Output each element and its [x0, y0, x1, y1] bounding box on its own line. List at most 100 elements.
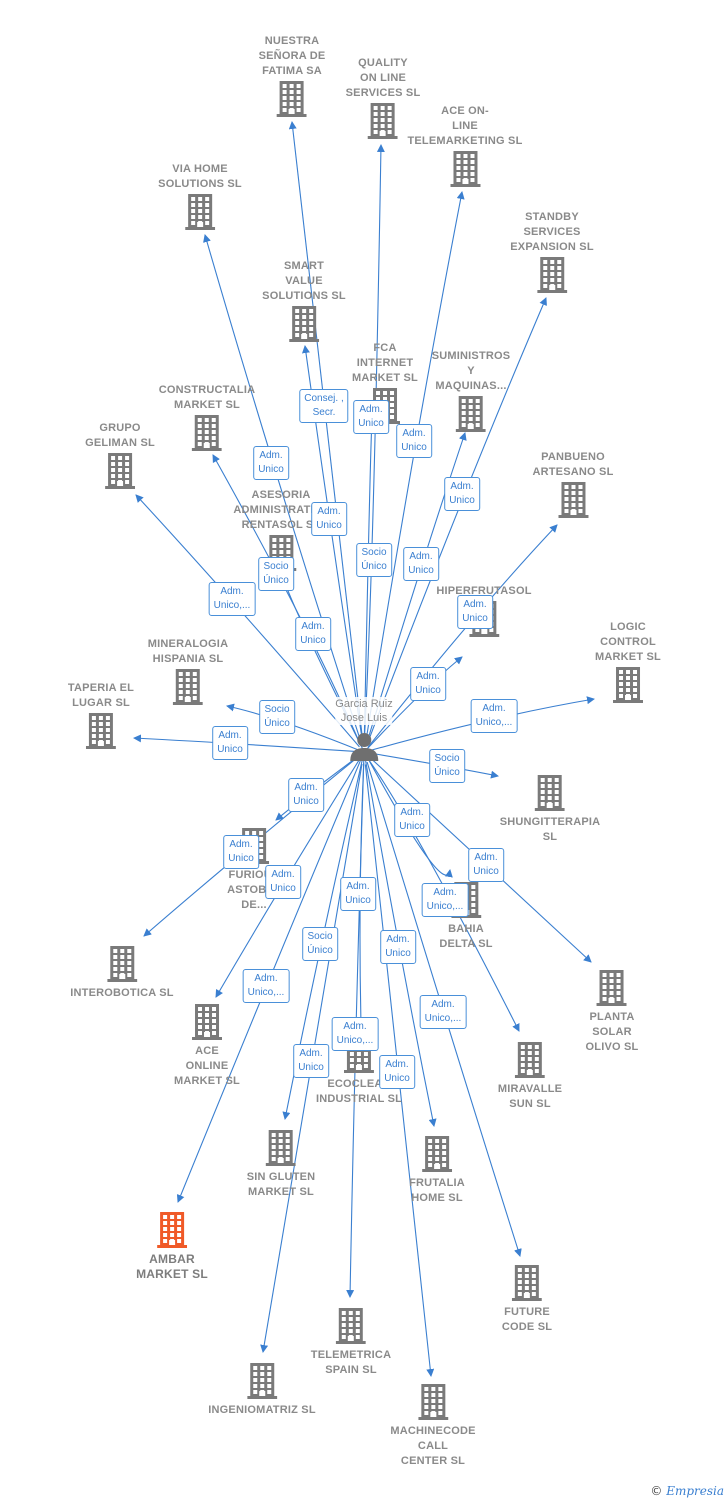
company-name: MACHINECODE CALL CENTER SL — [390, 1425, 476, 1467]
relation-label[interactable]: Adm. Unico — [340, 877, 376, 911]
company-suministros[interactable]: SUMINISTROS Y MAQUINAS... — [432, 349, 511, 432]
relation-label[interactable]: Adm. Unico — [457, 595, 493, 629]
company-name: SIN GLUTEN MARKET SL — [246, 1171, 316, 1198]
company-miravalle[interactable]: MIRAVALLE SUN SL — [498, 1042, 562, 1112]
relation-label[interactable]: Adm. Unico,... — [419, 995, 467, 1029]
company-future[interactable]: FUTURE CODE SL — [502, 1265, 552, 1335]
footer-brand: © Empresia — [650, 1484, 724, 1498]
relation-label[interactable]: Adm. Unico — [403, 547, 439, 581]
company-singluten[interactable]: SIN GLUTEN MARKET SL — [247, 1130, 316, 1200]
company-panbueno[interactable]: PANBUENO ARTESANO SL — [532, 450, 613, 518]
company-name: FCA INTERNET MARKET SL — [352, 342, 418, 384]
building-icon — [172, 669, 203, 705]
company-name: VIA HOME SOLUTIONS SL — [158, 163, 242, 190]
company-name: NUESTRA SEÑORA DE FATIMA SA — [258, 35, 326, 77]
building-icon — [105, 453, 135, 489]
company-name: ACE ONLINE MARKET SL — [174, 1045, 240, 1087]
relation-label[interactable]: Adm. Unico — [265, 865, 301, 899]
building-icon — [613, 667, 643, 703]
relation-label[interactable]: Consej. , Secr. — [299, 389, 349, 423]
company-shungitterapia[interactable]: SHUNGITTERAPIA SL — [500, 775, 601, 845]
building-icon — [537, 257, 567, 293]
company-name: STANDBY SERVICES EXPANSION SL — [510, 211, 594, 253]
relation-label[interactable]: Adm. Unico,... — [208, 582, 256, 616]
relation-label[interactable]: Socio Único — [302, 927, 338, 961]
person-icon — [350, 733, 378, 761]
building-icon — [597, 970, 627, 1006]
relation-label[interactable]: Adm. Unico — [379, 1055, 415, 1089]
relation-label[interactable]: Adm. Unico — [223, 835, 259, 869]
company-name: MINERALOGIA HISPANIA SL — [147, 638, 229, 665]
company-name: FUTURE CODE SL — [501, 1306, 553, 1333]
company-name: ECOCLEAN INDUSTRIAL SL — [315, 1078, 403, 1105]
building-icon — [422, 1136, 452, 1172]
company-taperia[interactable]: TAPERIA EL LUGAR SL — [68, 681, 134, 749]
relation-label[interactable]: Adm. Unico — [396, 424, 432, 458]
building-icon — [276, 81, 307, 117]
company-aceonline_tm[interactable]: ACE ON- LINE TELEMARKETING SL — [407, 104, 522, 187]
company-planta[interactable]: PLANTA SOLAR OLIVO SL — [586, 970, 639, 1055]
relation-label[interactable]: Adm. Unico — [444, 477, 480, 511]
relation-label[interactable]: Adm. Unico,... — [421, 883, 469, 917]
company-quality[interactable]: QUALITY ON LINE SERVICES SL — [346, 56, 421, 139]
company-name: SMART VALUE SOLUTIONS SL — [262, 260, 346, 302]
relation-label[interactable]: Adm. Unico — [295, 617, 331, 651]
relation-label[interactable]: Adm. Unico,... — [242, 969, 290, 1003]
company-telemetrica[interactable]: TELEMETRICA SPAIN SL — [311, 1308, 391, 1378]
relation-label[interactable]: Adm. Unico — [353, 400, 389, 434]
company-name: HIPERFRUTASOL — [436, 585, 532, 597]
relation-label[interactable]: Adm. Unico — [380, 930, 416, 964]
building-icon — [266, 1130, 296, 1166]
company-interobotica[interactable]: INTEROBOTICA SL — [70, 946, 174, 1001]
building-icon — [156, 1212, 187, 1248]
relation-label[interactable]: Adm. Unico — [288, 778, 324, 812]
company-name: TELEMETRICA SPAIN SL — [310, 1349, 392, 1376]
brand-name: Empresia — [666, 1484, 724, 1498]
company-aceonline[interactable]: ACE ONLINE MARKET SL — [174, 1004, 240, 1089]
company-ambar[interactable]: AMBAR MARKET SL — [136, 1212, 208, 1282]
relation-label[interactable]: Adm. Unico — [394, 803, 430, 837]
center-person[interactable]: Garcia Ruiz Jose Luis — [335, 697, 393, 763]
relation-label[interactable]: Adm. Unico — [212, 726, 248, 760]
company-grupo[interactable]: GRUPO GELIMAN SL — [85, 421, 155, 489]
company-viahome[interactable]: VIA HOME SOLUTIONS SL — [158, 162, 242, 230]
company-smartvalue[interactable]: SMART VALUE SOLUTIONS SL — [262, 259, 346, 342]
relation-label[interactable]: Socio Único — [259, 700, 295, 734]
company-name: TAPERIA EL LUGAR SL — [67, 682, 135, 709]
company-frutalia[interactable]: FRUTALIA HOME SL — [409, 1136, 465, 1206]
relation-label[interactable]: Adm. Unico,... — [470, 699, 518, 733]
company-name: FRUTALIA HOME SL — [409, 1177, 465, 1204]
relation-label[interactable]: Adm. Unico — [468, 848, 504, 882]
relation-label[interactable]: Adm. Unico,... — [331, 1017, 379, 1051]
relation-label[interactable]: Adm. Unico — [293, 1044, 329, 1078]
company-ingeniomatriz[interactable]: INGENIOMATRIZ SL — [208, 1363, 316, 1418]
building-icon — [185, 194, 215, 230]
company-logic[interactable]: LOGIC CONTROL MARKET SL — [595, 620, 661, 703]
edge-aceonline_tm — [365, 191, 465, 741]
company-name: SUMINISTROS Y MAQUINAS... — [431, 350, 511, 392]
edge-quality — [363, 144, 385, 740]
relation-label[interactable]: Socio Único — [356, 543, 392, 577]
edge-bahia — [365, 754, 453, 878]
relation-label[interactable]: Socio Único — [258, 557, 294, 591]
person-name: Garcia Ruiz Jose Luis — [335, 697, 393, 725]
company-machinecode[interactable]: MACHINECODE CALL CENTER SL — [390, 1384, 475, 1469]
relation-label[interactable]: Adm. Unico — [253, 446, 289, 480]
relation-label[interactable]: Adm. Unico — [410, 667, 446, 701]
building-icon — [515, 1042, 545, 1078]
building-icon — [289, 306, 319, 342]
company-mineralogia[interactable]: MINERALOGIA HISPANIA SL — [148, 637, 228, 705]
building-icon — [557, 482, 588, 518]
building-icon — [107, 946, 137, 982]
company-standby[interactable]: STANDBY SERVICES EXPANSION SL — [510, 210, 594, 293]
building-icon — [192, 1004, 222, 1040]
building-icon — [456, 396, 486, 432]
building-icon — [535, 775, 565, 811]
relation-label[interactable]: Socio Único — [429, 749, 465, 783]
company-constructalia[interactable]: CONSTRUCTALIA MARKET SL — [159, 383, 256, 451]
company-nuestra[interactable]: NUESTRA SEÑORA DE FATIMA SA — [259, 34, 326, 117]
company-name: QUALITY ON LINE SERVICES SL — [345, 57, 421, 99]
relation-label[interactable]: Adm. Unico — [311, 502, 347, 536]
company-name: PANBUENO ARTESANO SL — [532, 451, 614, 478]
